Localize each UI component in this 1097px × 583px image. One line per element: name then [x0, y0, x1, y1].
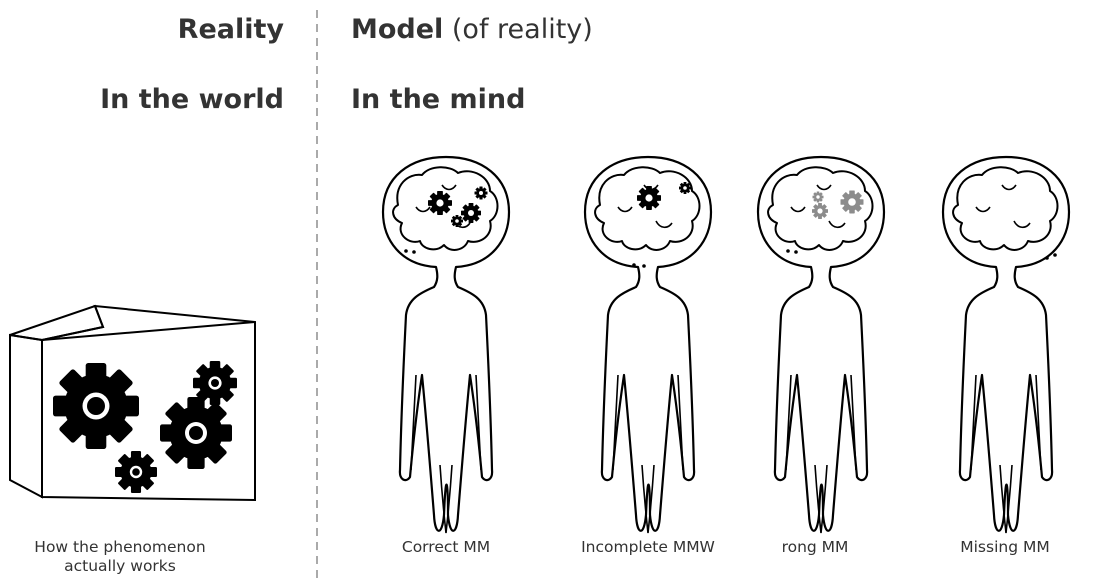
model-heading: Model (of reality) [351, 13, 593, 47]
model-heading-bold: Model [351, 14, 444, 45]
reality-heading: Reality [177, 14, 284, 45]
caption-wrong-mm: rong MM [781, 538, 849, 556]
person-missing-mm [941, 155, 1071, 535]
person-incomplete-mm [583, 155, 713, 535]
person-correct-mm [381, 155, 511, 535]
caption-incomplete-mm: Incomplete MMW [581, 538, 715, 556]
caption-missing-mm: Missing MM [960, 538, 1050, 556]
reality-gears [53, 361, 237, 493]
reality-caption: How the phenomenon actually works [0, 538, 240, 576]
reality-box [9, 304, 256, 502]
in-the-mind-heading: In the mind [351, 84, 526, 115]
incomplete-mm-gears [637, 182, 691, 210]
model-heading-rest: (of reality) [443, 14, 593, 45]
person-wrong-mm [756, 155, 886, 535]
reality-caption-line1: How the phenomenon [34, 538, 206, 556]
reality-caption-line2: actually works [64, 557, 176, 575]
caption-correct-mm: Correct MM [401, 538, 491, 556]
wrong-mm-gears [812, 190, 864, 219]
in-the-world-heading: In the world [100, 84, 284, 115]
correct-mm-gears [428, 186, 488, 227]
